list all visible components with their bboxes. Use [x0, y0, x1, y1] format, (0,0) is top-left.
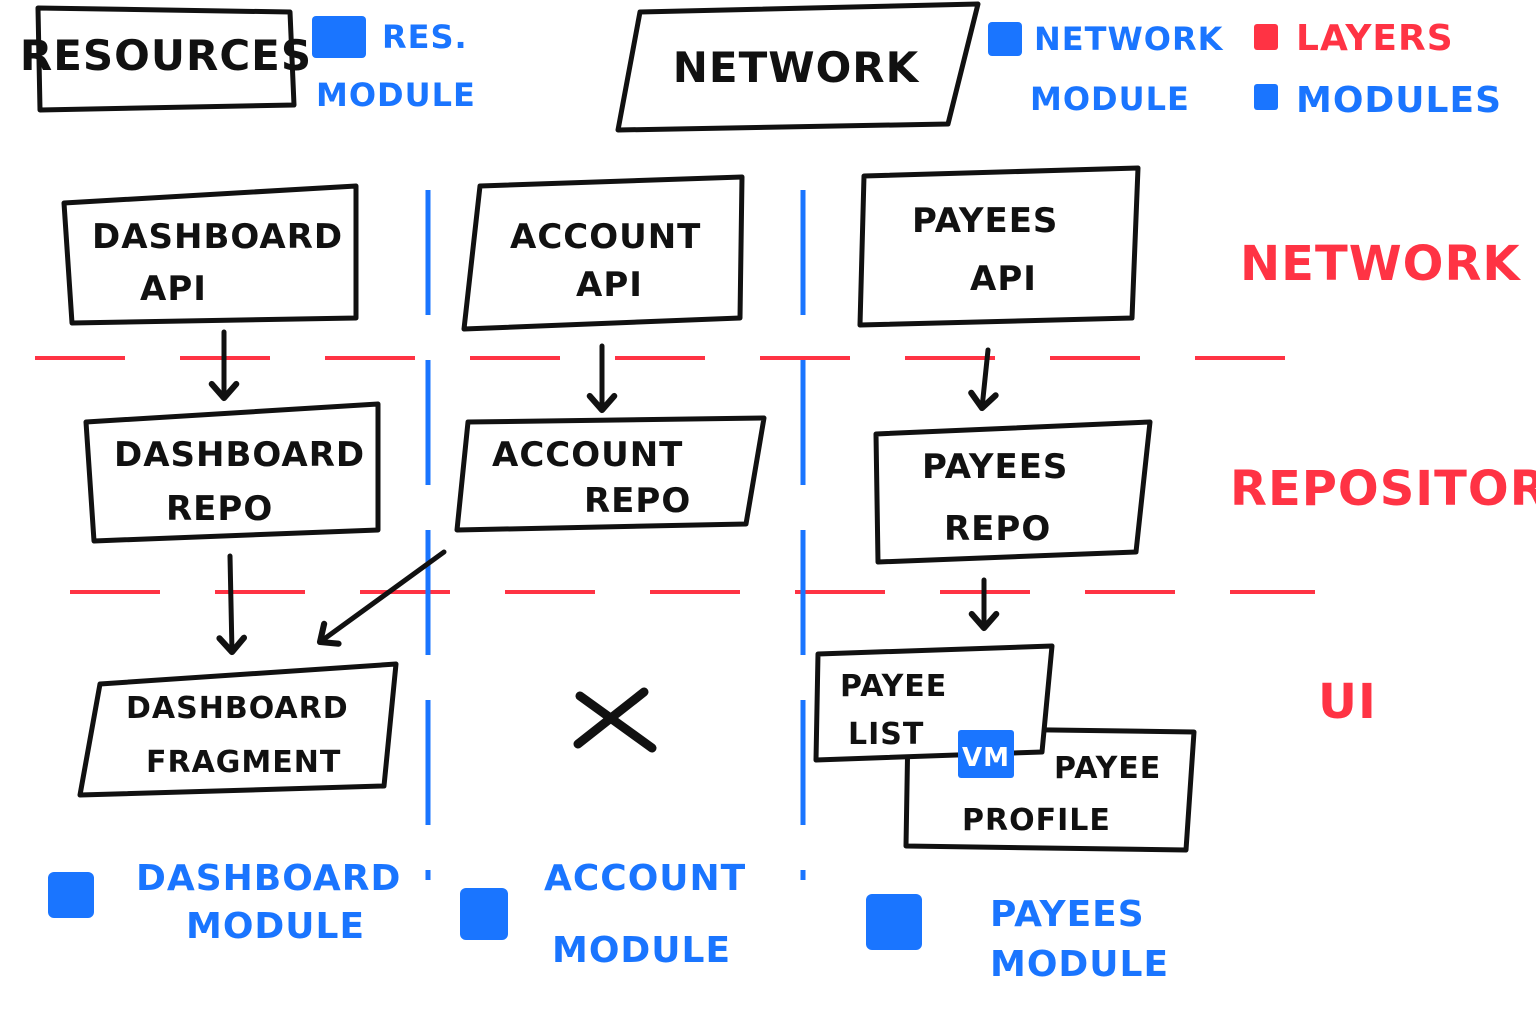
- svg-text:VM: VM: [962, 743, 1010, 773]
- svg-text:Module: Module: [316, 76, 476, 114]
- svg-text:Repo: Repo: [944, 509, 1051, 549]
- cross-icon: [573, 687, 657, 753]
- svg-text:Module: Module: [552, 930, 731, 971]
- payees-repo-box: Payees Repo: [873, 419, 1153, 565]
- module-square-icon: [866, 894, 922, 950]
- vm-badge: VM: [958, 730, 1014, 778]
- svg-text:Dashboard: Dashboard: [92, 217, 343, 257]
- layer-separators: [35, 356, 1315, 594]
- svg-text:Api: Api: [576, 265, 643, 305]
- svg-text:List: List: [848, 717, 924, 752]
- svg-text:Repo: Repo: [584, 481, 691, 521]
- payees-api-box: Payees Api: [857, 165, 1141, 328]
- svg-text:Fragment: Fragment: [146, 745, 341, 780]
- svg-text:Account: Account: [492, 435, 683, 475]
- svg-text:Module: Module: [1030, 80, 1190, 118]
- account-module-label: Account Module: [460, 858, 746, 971]
- dashboard-fragment-box: Dashboard Fragment: [77, 661, 399, 798]
- layer-square-icon: [1254, 24, 1278, 50]
- svg-text:Dashboard: Dashboard: [136, 858, 401, 899]
- arrow-dashboard-repo-to-fragment: [216, 553, 248, 656]
- account-api-box: Account Api: [461, 174, 745, 332]
- svg-text:Module: Module: [990, 944, 1169, 985]
- payee-list-box: Payee List: [813, 643, 1055, 763]
- svg-text:Profile: Profile: [962, 803, 1111, 838]
- legend-layers: Layers: [1296, 18, 1454, 59]
- svg-text:Account: Account: [510, 217, 701, 257]
- svg-text:Res.: Res.: [382, 18, 468, 56]
- svg-text:Api: Api: [970, 259, 1037, 299]
- dashboard-api-box: Dashboard Api: [61, 183, 359, 326]
- module-square-icon: [988, 22, 1022, 56]
- svg-text:Payees: Payees: [922, 447, 1068, 487]
- svg-text:Repo: Repo: [166, 489, 273, 529]
- svg-text:Dashboard: Dashboard: [126, 691, 349, 726]
- dashboard-module-label: Dashboard Module: [48, 858, 401, 947]
- arrow-payees-api-to-repo: [968, 347, 999, 412]
- layer-label-ui: UI: [1318, 674, 1377, 730]
- module-square-icon: [48, 872, 94, 918]
- svg-text:Dashboard: Dashboard: [114, 435, 365, 475]
- payees-module-label: Payees Module: [866, 894, 1169, 985]
- layer-label-repository: Repository: [1230, 461, 1536, 517]
- svg-text:Payees: Payees: [912, 201, 1058, 241]
- account-repo-box: Account Repo: [454, 415, 767, 533]
- svg-text:Api: Api: [140, 269, 207, 309]
- layer-label-network: Network: [1240, 236, 1521, 292]
- legend: Layers Modules: [1254, 18, 1502, 121]
- dependency-arrows: [208, 329, 1000, 656]
- dashboard-repo-box: Dashboard Repo: [83, 401, 381, 544]
- module-square-icon: [1254, 84, 1278, 110]
- svg-text:Payee: Payee: [1054, 751, 1161, 786]
- network-box-label: Network: [673, 43, 920, 92]
- svg-text:Network: Network: [1034, 20, 1224, 58]
- resources-box-label: Resources: [20, 31, 312, 80]
- network-module-label: Network Module: [988, 20, 1224, 118]
- svg-text:Account: Account: [544, 858, 746, 899]
- legend-modules: Modules: [1296, 80, 1502, 121]
- module-square-icon: [312, 16, 366, 58]
- module-separators: [425, 190, 806, 880]
- arrow-account-repo-to-dashboard-fragment: [316, 549, 447, 647]
- svg-text:Module: Module: [186, 906, 365, 947]
- svg-text:Payee: Payee: [840, 669, 947, 704]
- network-box: Network: [615, 1, 981, 133]
- svg-text:Payees: Payees: [990, 894, 1145, 935]
- res-module-label: Res. Module: [312, 16, 476, 114]
- module-square-icon: [460, 888, 508, 940]
- resources-box: Resources: [20, 5, 312, 113]
